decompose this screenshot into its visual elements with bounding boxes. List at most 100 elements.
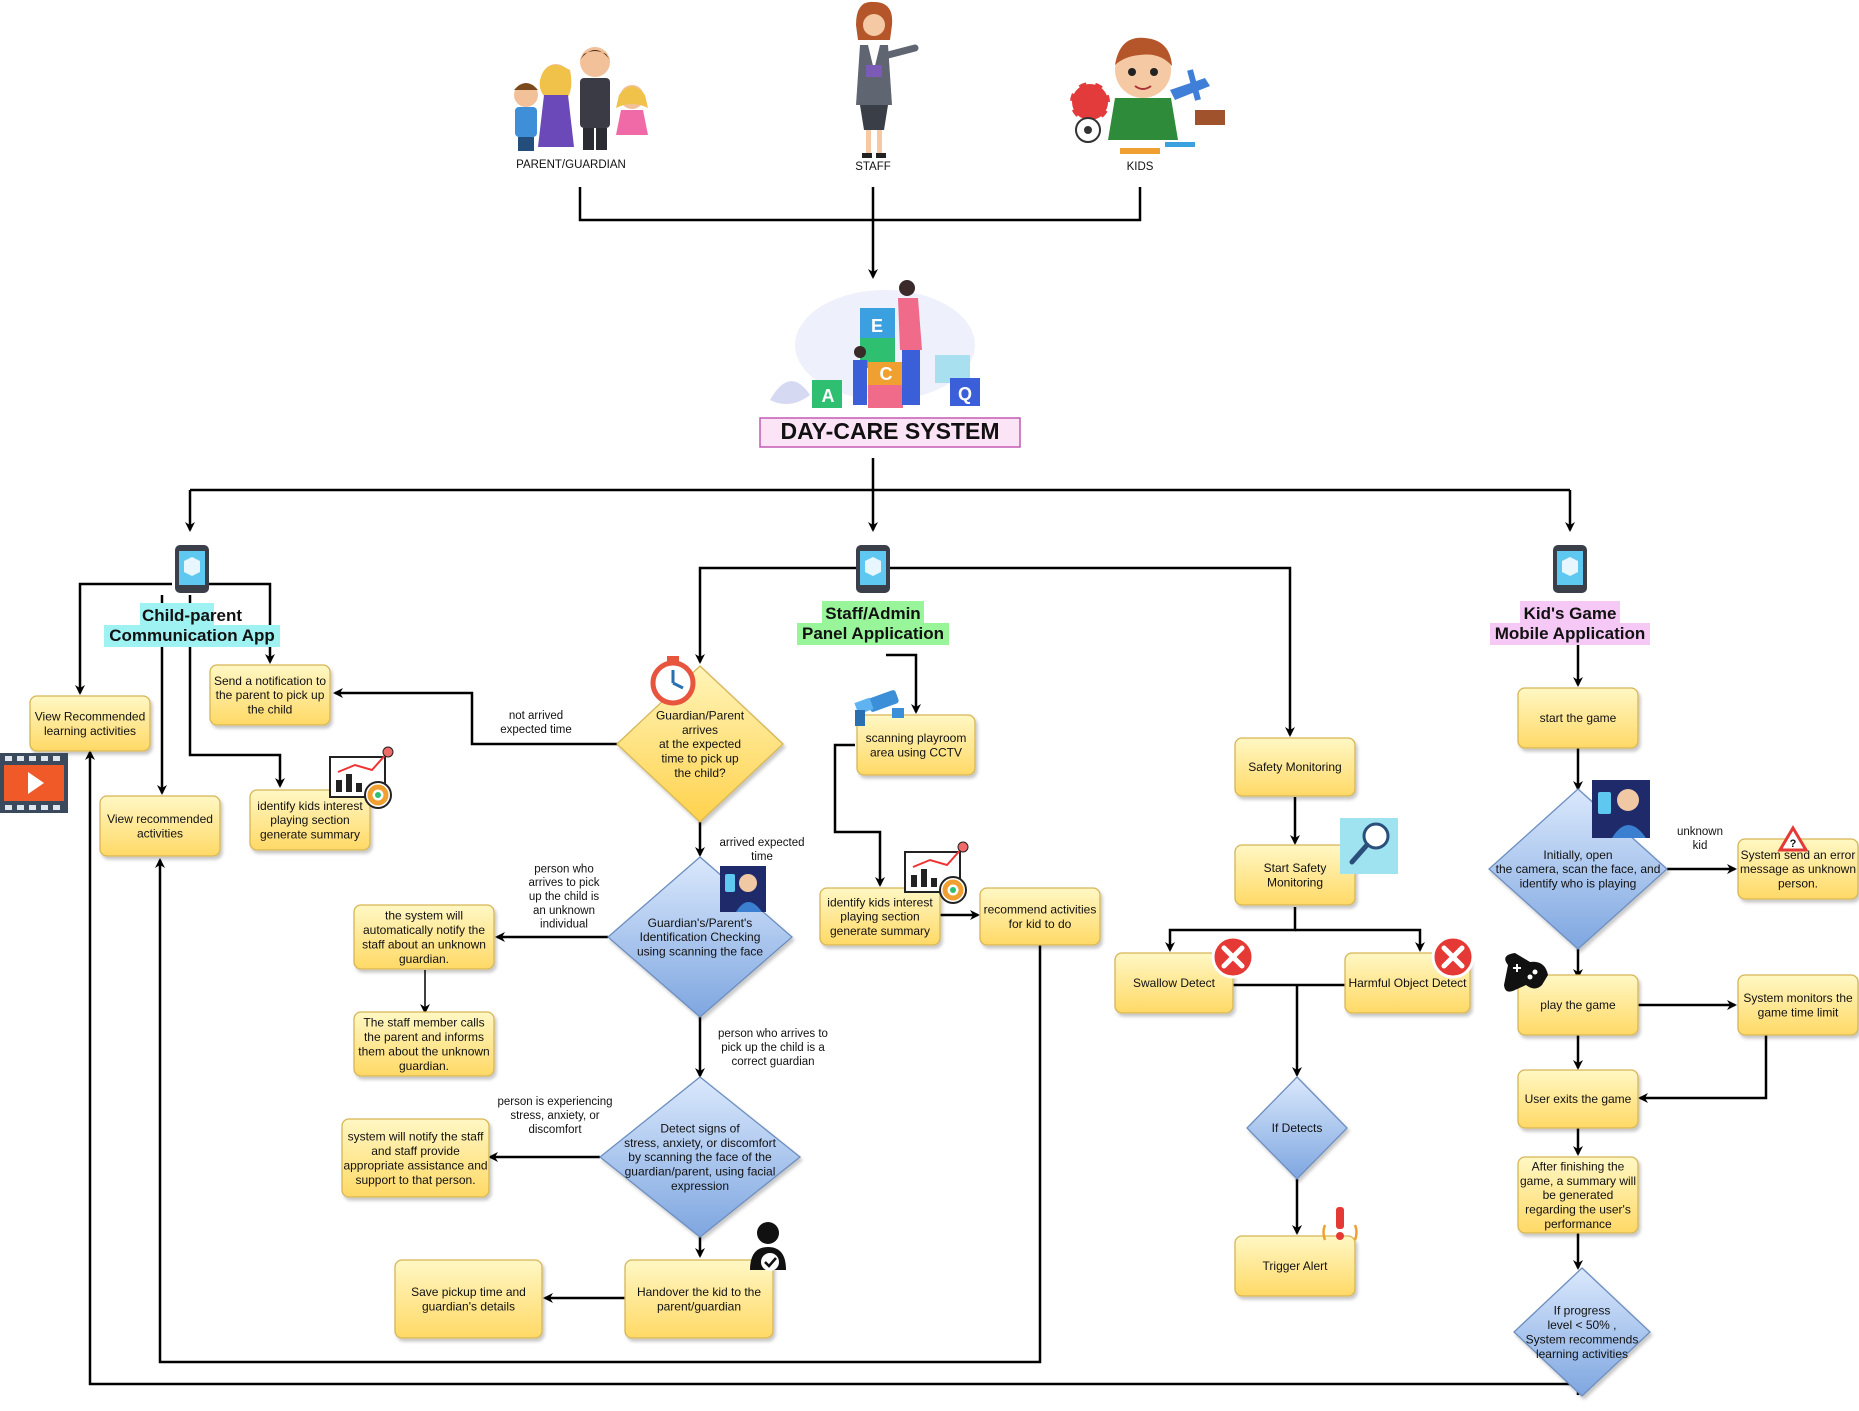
child-app-label-bg bbox=[140, 603, 214, 625]
trigger-alert-node-shape bbox=[1234, 1235, 1356, 1297]
teacher-icon bbox=[856, 1, 919, 158]
start-game-node-label: start the game bbox=[1540, 711, 1617, 725]
kids-game-app-title-line: Mobile Application bbox=[1495, 624, 1645, 643]
edge-label-not-arrived-line: not arrived bbox=[509, 710, 563, 722]
play-game-node-label: play the game bbox=[1540, 998, 1616, 1012]
view-recommended-activities-node-label-line: View recommended bbox=[107, 812, 213, 826]
send-notification-node bbox=[209, 664, 331, 726]
monitor-time-node bbox=[1737, 974, 1859, 1036]
progress-check-decision bbox=[1513, 1267, 1651, 1397]
phone-app-icon bbox=[1553, 545, 1587, 593]
summary-node-shape bbox=[1517, 1156, 1639, 1234]
swallow-detect-node bbox=[1114, 952, 1234, 1014]
view-recommended-learning-node bbox=[29, 695, 151, 752]
send-notification-node-label-line: the parent to pick up bbox=[216, 688, 325, 702]
progress-check-decision-label-line: If progress bbox=[1554, 1304, 1611, 1318]
notify-unknown-node-label-line: guardian. bbox=[399, 952, 449, 966]
open-camera-decision-label-line: Initially, open bbox=[1543, 848, 1612, 862]
kids-app-label-bg bbox=[1520, 601, 1620, 623]
user-check-icon bbox=[750, 1222, 786, 1271]
guardian-arrives-decision-label-line: at the expected bbox=[659, 737, 741, 751]
summary-node-label-line: game, a summary will bbox=[1520, 1174, 1636, 1188]
guardian-arrives-decision-label-line: Guardian/Parent bbox=[656, 708, 745, 722]
svg-text:?: ? bbox=[1790, 838, 1797, 850]
logo-letter-e: E bbox=[871, 316, 883, 336]
identify-interest-mid-node-label-line: generate summary bbox=[830, 924, 930, 938]
gamepad-icon bbox=[1504, 953, 1548, 992]
notify-unknown-node-label-line: automatically notify the bbox=[363, 923, 485, 937]
view-recommended-activities-node-label-line: activities bbox=[137, 826, 183, 840]
summary-node-label-line: regarding the user's bbox=[1525, 1203, 1631, 1217]
summary-node-label-line: be generated bbox=[1543, 1188, 1614, 1202]
notify-staff-assist-node-label-line: appropriate assistance and bbox=[343, 1158, 487, 1172]
trigger-alert-node-label-line: Trigger Alert bbox=[1263, 1259, 1329, 1273]
progress-check-decision-shape bbox=[1513, 1267, 1651, 1397]
safety-monitoring-node bbox=[1234, 737, 1356, 797]
kids-app-label-bg bbox=[1490, 623, 1650, 645]
edge-start-to-harmful bbox=[1295, 928, 1425, 952]
detect-stress-decision-shape bbox=[598, 1076, 802, 1238]
id-checking-decision-label-line: Identification Checking bbox=[640, 930, 761, 944]
start-game-node-shape bbox=[1517, 687, 1639, 749]
recommend-activities-node-label-line: recommend activities bbox=[984, 903, 1097, 917]
user-exits-node-label: User exits the game bbox=[1525, 1092, 1632, 1106]
edge-label-unknown-person-line: an unknown bbox=[533, 905, 595, 917]
start-game-node bbox=[1517, 687, 1639, 749]
system-title-box bbox=[759, 417, 1021, 448]
staff-label: STAFF bbox=[855, 161, 891, 173]
view-recommended-activities-node bbox=[99, 795, 221, 857]
safety-monitoring-node-shape bbox=[1234, 737, 1356, 797]
edge-label-arrived-line: time bbox=[751, 851, 773, 863]
video-player-icon bbox=[0, 753, 68, 813]
timer-icon bbox=[650, 656, 696, 706]
kid-playing-icon bbox=[1068, 37, 1225, 154]
scanning-cctv-node-label-line: area using CCTV bbox=[870, 745, 962, 759]
scanning-cctv-node-label-line: scanning playroom bbox=[866, 731, 967, 745]
staff-admin-app-title-line: Staff/Admin bbox=[825, 604, 920, 623]
identify-interest-left-node-shape bbox=[249, 789, 371, 851]
swallow-detect-node-label-line: Swallow Detect bbox=[1133, 976, 1216, 990]
error-message-node-label-line: person. bbox=[1778, 877, 1818, 891]
edge-label-stress-line: person is experiencing bbox=[497, 1096, 612, 1108]
swallow-detect-node-label: Swallow Detect bbox=[1133, 976, 1216, 990]
identify-interest-left-node-label-line: identify kids interest bbox=[257, 799, 363, 813]
identify-interest-left-node-label-line: generate summary bbox=[260, 828, 360, 842]
detect-stress-decision-label-line: expression bbox=[671, 1179, 729, 1193]
guardian-arrives-decision-shape bbox=[616, 665, 784, 823]
logo-letter-c: C bbox=[880, 364, 893, 384]
recommend-activities-node-label-line: for kid to do bbox=[1009, 917, 1072, 931]
family-icon bbox=[514, 47, 648, 151]
notify-unknown-node bbox=[353, 904, 495, 970]
view-recommended-learning-node-shape bbox=[29, 695, 151, 752]
notify-staff-assist-node-label-line: support to that person. bbox=[355, 1173, 475, 1187]
handover-node-label-line: Handover the kid to the bbox=[637, 1285, 761, 1299]
play-game-node-label-line: play the game bbox=[1540, 998, 1616, 1012]
kids-label: KIDS bbox=[1127, 161, 1154, 173]
edge-staff-to-guardian-decision bbox=[695, 566, 860, 664]
view-recommended-activities-node-shape bbox=[99, 795, 221, 857]
identify-interest-mid-node-shape bbox=[819, 887, 941, 946]
swallow-detect-node-shape bbox=[1114, 952, 1234, 1014]
error-message-node-label-line: message as unknown bbox=[1740, 862, 1856, 876]
staff-calls-node-label-line: guardian. bbox=[399, 1059, 449, 1073]
notify-staff-assist-node-label-line: and staff provide bbox=[371, 1144, 460, 1158]
if-detects-decision-shape bbox=[1246, 1076, 1348, 1180]
user-exits-node bbox=[1517, 1069, 1639, 1129]
identify-interest-left-node-label-line: playing section bbox=[270, 813, 349, 827]
identify-interest-left-node bbox=[249, 789, 371, 851]
progress-check-decision-label-line: level < 50% , bbox=[1547, 1318, 1616, 1332]
if-detects-decision-label-line: If Detects bbox=[1272, 1121, 1323, 1135]
